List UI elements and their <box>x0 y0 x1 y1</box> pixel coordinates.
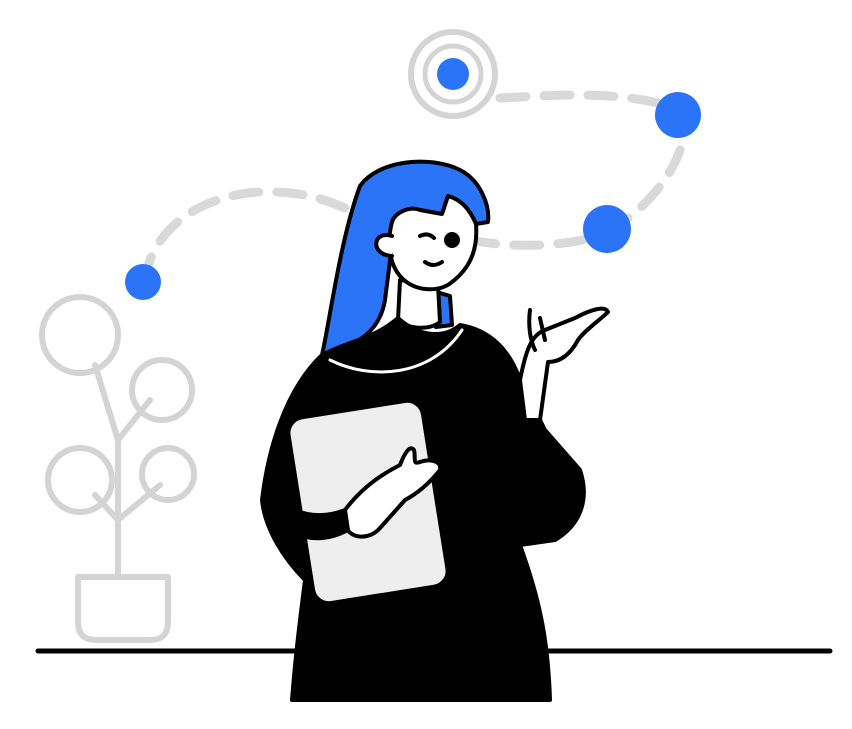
blue-dot-icon <box>583 205 631 253</box>
holding-hand <box>343 446 443 539</box>
blue-dot-icon <box>655 92 701 138</box>
blue-dot-icon <box>125 264 161 300</box>
potted-plant-icon <box>39 294 197 643</box>
target-ring-icon <box>408 29 498 119</box>
face <box>387 194 479 292</box>
raised-arm <box>518 306 610 422</box>
woman-figure <box>260 159 610 702</box>
